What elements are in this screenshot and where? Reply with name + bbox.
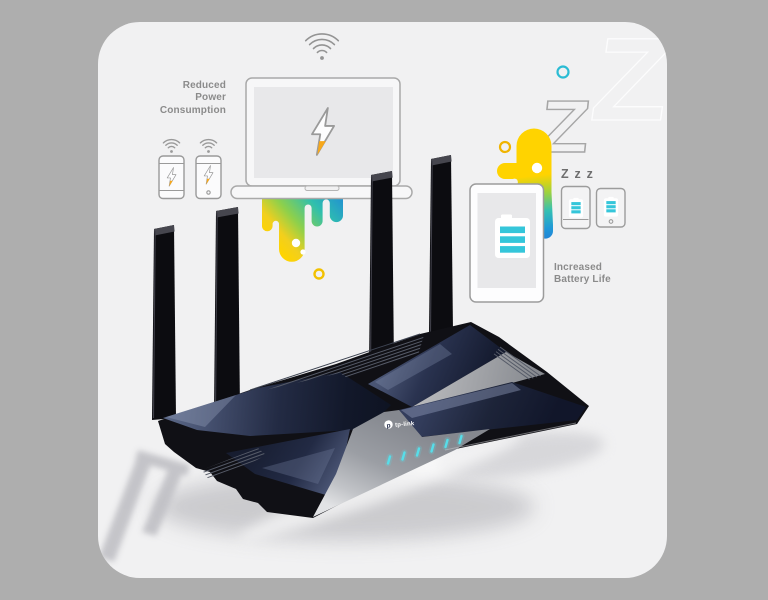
laptop-icon bbox=[245, 77, 401, 187]
logo-text: tp-link bbox=[395, 421, 415, 429]
energy-drip bbox=[262, 192, 343, 262]
panel-rear-right bbox=[368, 325, 506, 407]
brand-logo: p tp-link bbox=[384, 420, 415, 430]
antenna bbox=[214, 207, 240, 414]
tablet-battery-icon bbox=[469, 183, 545, 303]
cyan-ring-icon bbox=[556, 65, 570, 79]
antenna bbox=[429, 155, 453, 334]
panel-front-right bbox=[399, 382, 586, 437]
yellow-ring-icon bbox=[498, 140, 512, 154]
sleep-z-outline: Z bbox=[535, 85, 594, 168]
antenna bbox=[152, 225, 176, 420]
sleep-zzz-text: Z z z bbox=[561, 167, 594, 181]
laptop-notch bbox=[304, 185, 340, 191]
reduced-power-label: Reduced Power Consumption bbox=[159, 80, 226, 116]
router-body: p tp-link bbox=[158, 322, 589, 518]
wifi-icon bbox=[304, 33, 340, 60]
antenna bbox=[369, 171, 394, 370]
wifi-icon bbox=[199, 138, 218, 153]
smartphone-lightning-icon bbox=[158, 155, 185, 200]
logo-monogram: p bbox=[386, 422, 391, 429]
panel-front-left bbox=[226, 429, 350, 498]
smartphone-battery-icon bbox=[595, 187, 626, 228]
yellow-ring-small-icon bbox=[313, 268, 325, 280]
smartphone-lightning-icon bbox=[195, 155, 222, 200]
wifi-icon bbox=[162, 138, 181, 153]
led-indicators bbox=[385, 433, 465, 467]
smartphone-battery-icon bbox=[560, 185, 591, 230]
battery-icon bbox=[495, 214, 530, 258]
increased-battery-label: Increased Battery Life bbox=[554, 262, 611, 286]
front-face bbox=[313, 410, 490, 517]
router-antennas bbox=[152, 155, 453, 420]
panel-rear-left bbox=[163, 372, 391, 436]
watermark-z: Z bbox=[584, 15, 678, 146]
